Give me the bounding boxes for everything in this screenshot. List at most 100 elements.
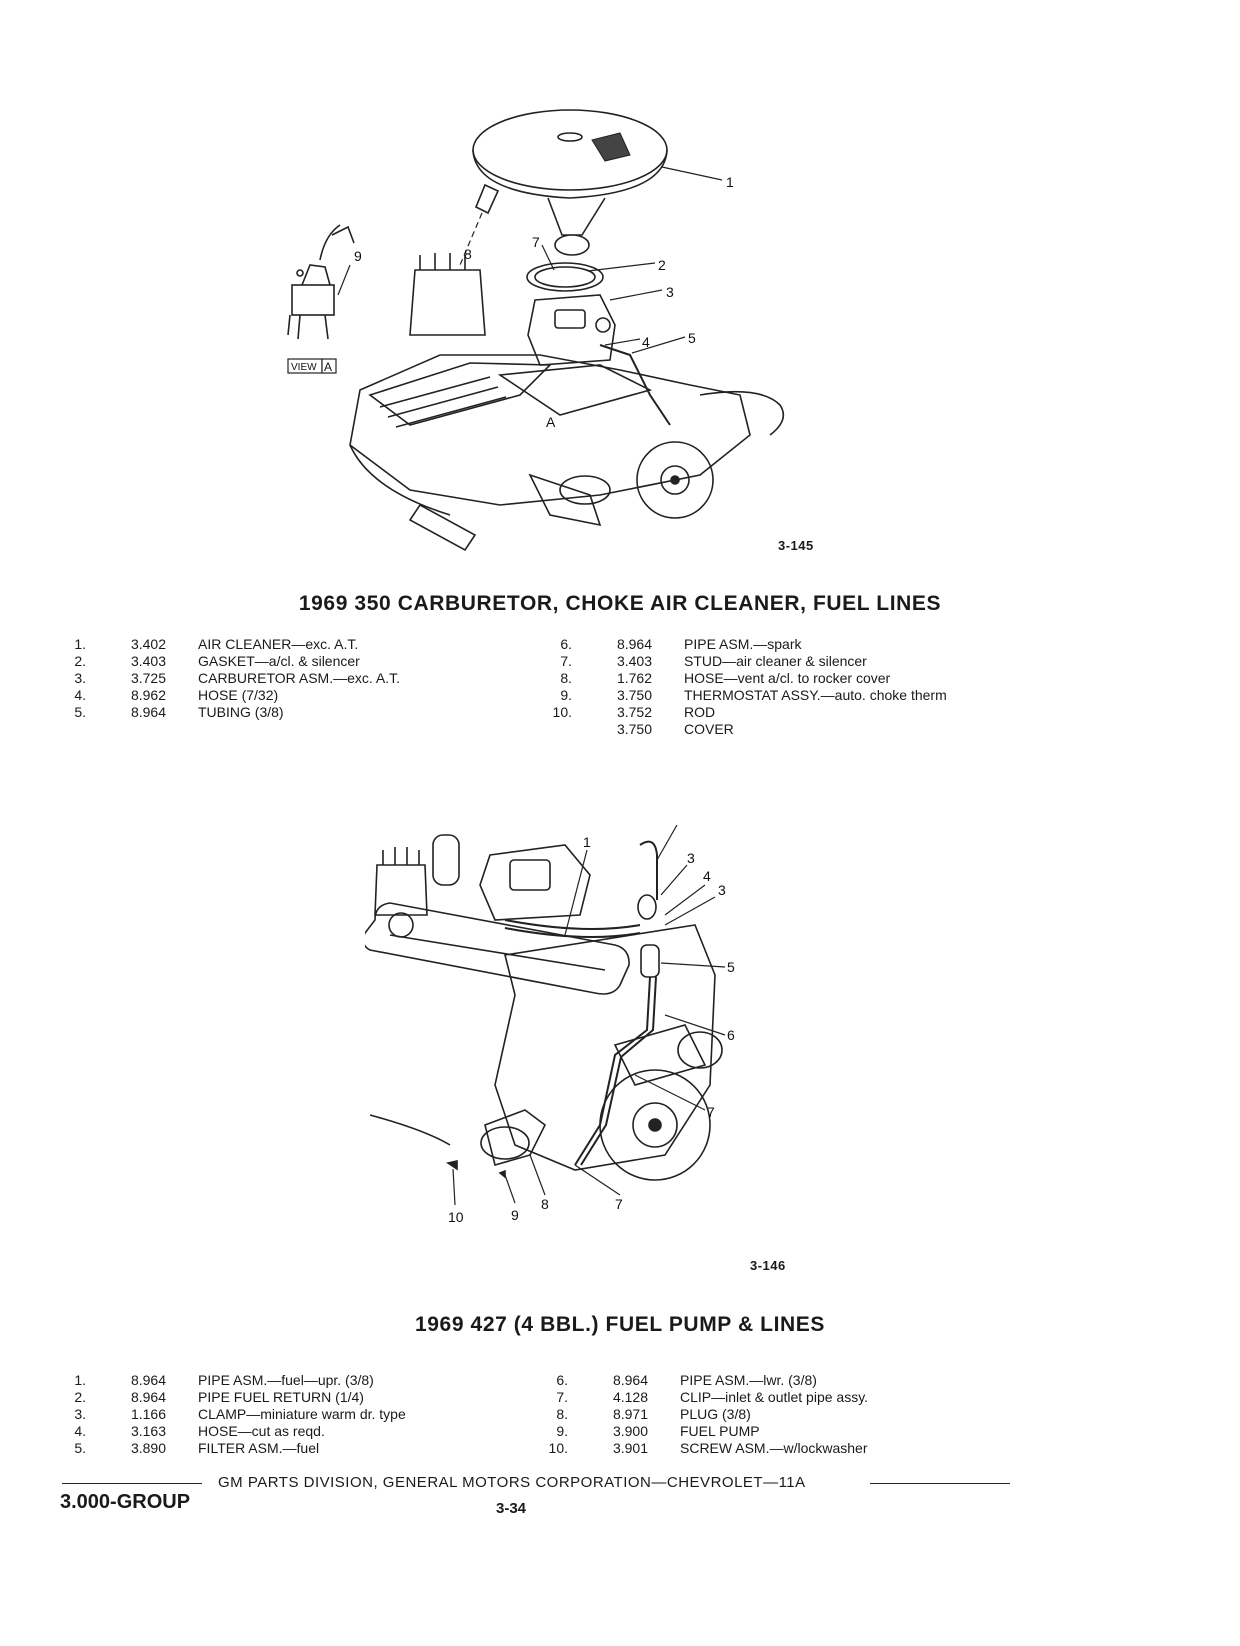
part-row: 9. 3.900 FUEL PUMP — [534, 1423, 868, 1440]
callout-3: 3 — [666, 284, 674, 300]
part-row: 6. 8.964 PIPE ASM.—spark — [538, 636, 947, 653]
view-a-inner-label: A — [546, 414, 556, 430]
part-desc: HOSE—cut as reqd. — [198, 1423, 325, 1439]
part-code: 3.900 — [612, 1423, 648, 1439]
part-desc: CLIP—inlet & outlet pipe assy. — [680, 1389, 869, 1405]
footer-rule-left — [62, 1483, 202, 1484]
callout-3: 3 — [687, 850, 695, 866]
part-row: 10. 3.752 ROD — [538, 704, 947, 721]
part-desc: FUEL PUMP — [680, 1423, 760, 1439]
part-code: 8.962 — [130, 687, 166, 703]
part-desc: AIR CLEANER—exc. A.T. — [198, 636, 359, 652]
part-code: 1.166 — [130, 1406, 166, 1422]
figure-2-code: 3-146 — [750, 1258, 786, 1273]
section-2-title: 1969 427 (4 BBL.) FUEL PUMP & LINES — [414, 1313, 825, 1336]
group-label: 3.000-GROUP — [60, 1491, 191, 1513]
part-row: 9. 3.750 THERMOSTAT ASSY.—auto. choke ther… — [538, 687, 947, 704]
part-code: 8.964 — [616, 636, 652, 652]
part-row: 2. 8.964 PIPE FUEL RETURN (1/4) — [52, 1389, 406, 1406]
callout-4: 4 — [642, 334, 650, 350]
part-code: 3.403 — [130, 653, 166, 669]
part-num: 3. — [74, 1406, 86, 1422]
part-desc: THERMOSTAT ASSY.—auto. choke therm — [684, 687, 947, 703]
part-code: 3.890 — [130, 1440, 166, 1456]
part-num: 8. — [560, 670, 572, 686]
callout-7: 7 — [707, 1104, 715, 1120]
view-label: VIEW — [291, 362, 317, 373]
part-code: 1.762 — [616, 670, 652, 686]
figure-1-code: 3-145 — [778, 538, 814, 553]
part-num: 4. — [74, 1423, 86, 1439]
callout-3b: 3 — [718, 882, 726, 898]
part-num: 9. — [560, 687, 572, 703]
part-code: 8.964 — [130, 1389, 166, 1405]
part-num: 7. — [556, 1389, 568, 1405]
part-code: 8.964 — [612, 1372, 648, 1388]
part-code: 3.163 — [130, 1423, 166, 1439]
part-num: 3. — [74, 670, 86, 686]
part-num: 10. — [548, 1440, 568, 1456]
part-desc: SCREW ASM.—w/lockwasher — [680, 1440, 868, 1456]
part-row: 8. 8.971 PLUG (3/8) — [534, 1406, 868, 1423]
callout-10: 10 — [448, 1209, 464, 1225]
part-desc: PIPE ASM.—spark — [684, 636, 802, 652]
part-num: 8. — [556, 1406, 568, 1422]
part-num: 6. — [556, 1372, 568, 1388]
part-num: 4. — [74, 687, 86, 703]
part-num: 5. — [74, 1440, 86, 1456]
part-num: 2. — [74, 653, 86, 669]
part-code: 3.403 — [616, 653, 652, 669]
part-num: 6. — [560, 636, 572, 652]
part-code: 8.971 — [612, 1406, 648, 1422]
part-desc: TUBING (3/8) — [198, 704, 284, 720]
part-code: 3.750 — [616, 721, 652, 737]
callout-7b: 7 — [615, 1196, 623, 1212]
footer-text: GM PARTS DIVISION, GENERAL MOTORS CORPOR… — [218, 1474, 806, 1491]
part-desc: COVER — [684, 721, 734, 737]
callout-8: 8 — [464, 246, 472, 262]
callout-6: 6 — [727, 1027, 735, 1043]
figure-1-carburetor-illustration: A 1 2 3 4 5 — [270, 95, 830, 555]
part-num: 2. — [74, 1389, 86, 1405]
part-code: 3.725 — [130, 670, 166, 686]
part-num: 7. — [560, 653, 572, 669]
part-desc: PIPE FUEL RETURN (1/4) — [198, 1389, 364, 1405]
callout-5: 5 — [688, 330, 696, 346]
part-code: 3.752 — [616, 704, 652, 720]
part-desc: HOSE (7/32) — [198, 687, 279, 703]
figure-2-fuel-pump-illustration: 1 2 3 4 3 5 6 7 7 8 9 10 — [365, 825, 795, 1255]
part-num: 1. — [74, 636, 86, 652]
part-desc: ROD — [684, 704, 716, 720]
part-row: 4. 8.962 HOSE (7/32) — [52, 687, 400, 704]
view-letter: A — [324, 360, 332, 374]
part-row: 1. 3.402 AIR CLEANER—exc. A.T. — [52, 636, 400, 653]
part-code: 3.402 — [130, 636, 166, 652]
callout-7: 7 — [532, 234, 540, 250]
callout-5: 5 — [727, 959, 735, 975]
section-2-parts-right: 6. 8.964 PIPE ASM.—lwr. (3/8) 7. 4.128 CLIP—i… — [534, 1372, 869, 1457]
part-row: 8. 1.762 HOSE—vent a/cl. to rocker cover — [538, 670, 947, 687]
part-row: 3.750 COVER — [538, 721, 947, 738]
part-num: 9. — [556, 1423, 568, 1439]
part-code: 3.750 — [616, 687, 652, 703]
part-num: 10. — [552, 704, 572, 720]
part-desc: PIPE ASM.—lwr. (3/8) — [680, 1372, 817, 1388]
part-num: 1. — [74, 1372, 86, 1388]
part-desc: PIPE ASM.—fuel—upr. (3/8) — [198, 1372, 374, 1388]
part-code: 8.964 — [130, 1372, 166, 1388]
callout-8: 8 — [541, 1196, 549, 1212]
part-row: 7. 4.128 CLIP—inlet & outlet pipe assy. — [534, 1389, 868, 1406]
callout-1: 1 — [583, 834, 591, 850]
part-code: 4.128 — [612, 1389, 648, 1405]
part-desc: HOSE—vent a/cl. to rocker cover — [684, 670, 891, 686]
page-number: 3-34 — [496, 1500, 527, 1517]
footer-rule-right — [870, 1483, 1010, 1484]
part-row: 4. 3.163 HOSE—cut as reqd. — [52, 1423, 406, 1440]
part-desc: PLUG (3/8) — [680, 1406, 751, 1422]
